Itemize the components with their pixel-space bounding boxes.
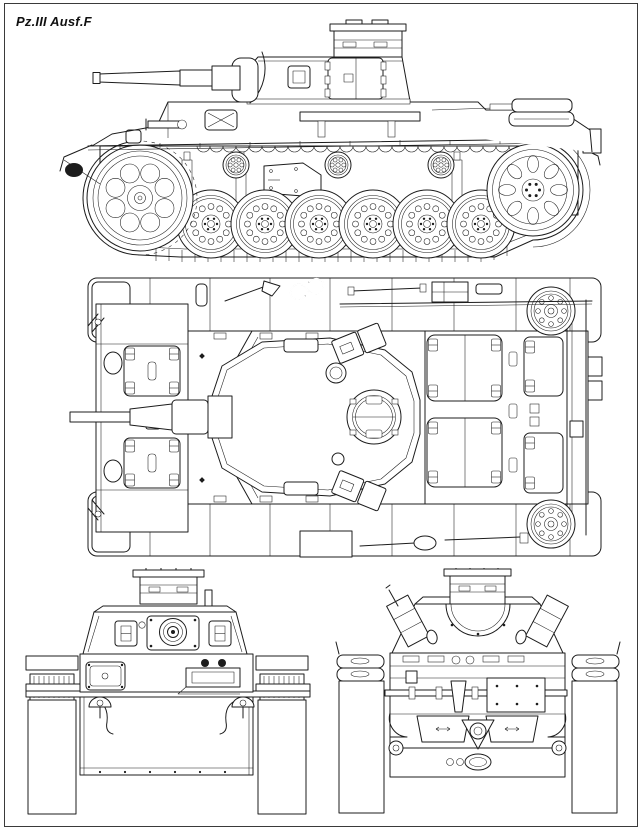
top-fender-tools (195, 277, 593, 308)
top-headlight-right (103, 459, 123, 483)
front-track-right (255, 655, 309, 815)
front-driver-visor (85, 661, 126, 691)
side-hull-mg (145, 118, 187, 131)
side-gun-mantlet (211, 57, 259, 103)
top-turret-hatch-left (331, 322, 387, 364)
drawing-title: Pz.III Ausf.F (16, 14, 92, 29)
side-cupola (329, 19, 407, 58)
top-turret (69, 322, 421, 512)
front-track-left (25, 655, 79, 815)
top-cupola (346, 389, 402, 445)
front-view-drawing (25, 568, 311, 815)
front-vision-port-right (208, 620, 232, 647)
side-superstructure (91, 98, 593, 153)
rear-tow-coupling (461, 719, 495, 750)
side-gun-barrel (92, 69, 213, 87)
side-view-drawing (59, 19, 602, 262)
top-brake-hatches (123, 345, 181, 489)
side-turret-hatch (324, 57, 387, 100)
front-cupola (132, 568, 213, 607)
side-drive-sprocket (82, 140, 198, 256)
top-turret-hatch-right (331, 470, 387, 512)
front-superstructure (79, 653, 254, 695)
top-gun (69, 395, 233, 439)
top-engine-deck (424, 299, 603, 536)
front-lower-hull (79, 696, 254, 776)
rear-spare-wheels (335, 641, 621, 682)
rear-final-drives (388, 712, 567, 756)
top-fender-tools-lower (299, 530, 529, 558)
front-headlight-right (231, 696, 255, 719)
rear-stowage-rack-right (525, 594, 569, 648)
front-gun-mantlet (146, 615, 200, 651)
rear-stowage-rack-left (386, 594, 430, 648)
rear-view-drawing (335, 568, 621, 814)
top-headlight-left (103, 351, 123, 375)
top-spare-wheel-2 (526, 499, 576, 549)
front-turret (82, 605, 248, 655)
front-vision-port-left (114, 620, 138, 647)
rear-track-left (338, 680, 385, 814)
rear-hull (384, 652, 568, 778)
front-headlight-left (88, 696, 112, 719)
side-fenders (59, 128, 602, 185)
rear-cupola (443, 568, 512, 605)
side-exhaust-muffler (508, 98, 575, 127)
top-tow-brackets (87, 313, 105, 521)
top-engine-hatches (426, 334, 564, 494)
top-spare-wheel-1 (526, 286, 576, 336)
rear-bottom-plate (389, 747, 566, 771)
side-turret (92, 19, 411, 105)
side-idler-wheel (486, 143, 580, 237)
rear-access-panels (416, 715, 539, 743)
top-view-drawing (69, 277, 603, 558)
rear-track-right (571, 680, 618, 814)
